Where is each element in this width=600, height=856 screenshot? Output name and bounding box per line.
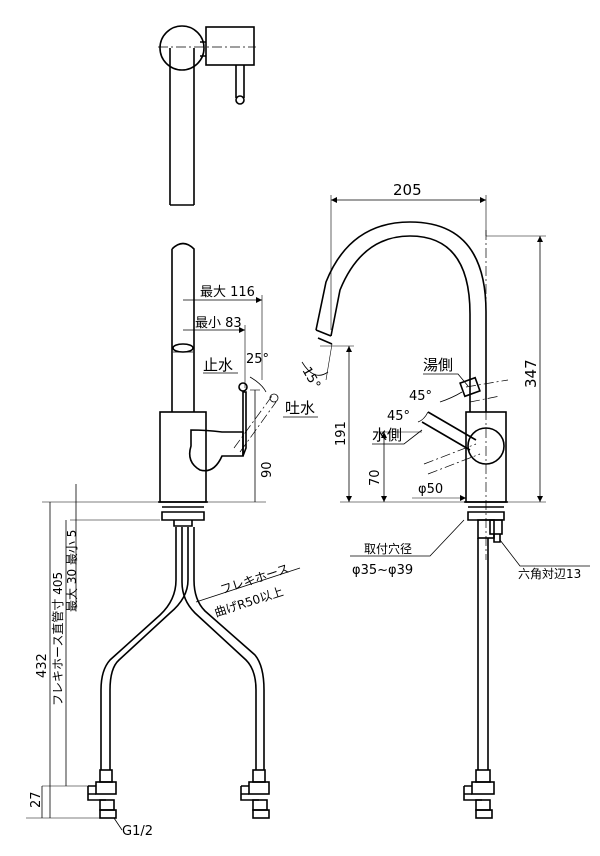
- angle-15-text: 15°: [299, 365, 324, 392]
- hex-label: 六角対辺13: [518, 567, 581, 581]
- thread-label: G1/2: [122, 824, 153, 839]
- top-view: [158, 25, 256, 206]
- spout-water-label: 吐水: [285, 399, 315, 417]
- height-347-text: 347: [522, 359, 540, 388]
- min-reach-text: 最小 83: [195, 316, 242, 331]
- side-view: 最大 116 最小 83 止水 25° 吐水 90 フレキホース 曲げR50以上…: [26, 242, 318, 839]
- total-432-text: 432: [35, 653, 50, 678]
- max-reach-text: 最大 116: [200, 285, 255, 300]
- height-70-text: 70: [368, 469, 383, 486]
- dim-27-text: 27: [29, 791, 44, 808]
- hot-side-label: 湯側: [423, 356, 453, 374]
- front-view: 205 347 191 70 15° 湯側 45° 45° 水側: [299, 181, 590, 819]
- left-fitting: [87, 769, 117, 819]
- width-205-text: 205: [393, 181, 422, 199]
- right-fitting: [240, 769, 270, 819]
- angle-45-cold-text: 45°: [387, 409, 410, 424]
- hose-length-text: フレキホース直管寸 405: [50, 572, 65, 706]
- cold-side-label: 水側: [372, 426, 402, 444]
- mount-hole-range: φ35~φ39: [352, 563, 413, 578]
- height-191-text: 191: [334, 421, 349, 446]
- height-90-text: 90: [260, 461, 275, 478]
- angle-25-text: 25°: [246, 352, 269, 367]
- mount-hole-label: 取付穴径: [364, 541, 412, 556]
- dia-50-text: φ50: [418, 482, 443, 497]
- angle-45-hot-text: 45°: [409, 389, 432, 404]
- stop-water-label: 止水: [203, 356, 233, 374]
- max-min-text: 最大 30 最小 5: [65, 530, 79, 612]
